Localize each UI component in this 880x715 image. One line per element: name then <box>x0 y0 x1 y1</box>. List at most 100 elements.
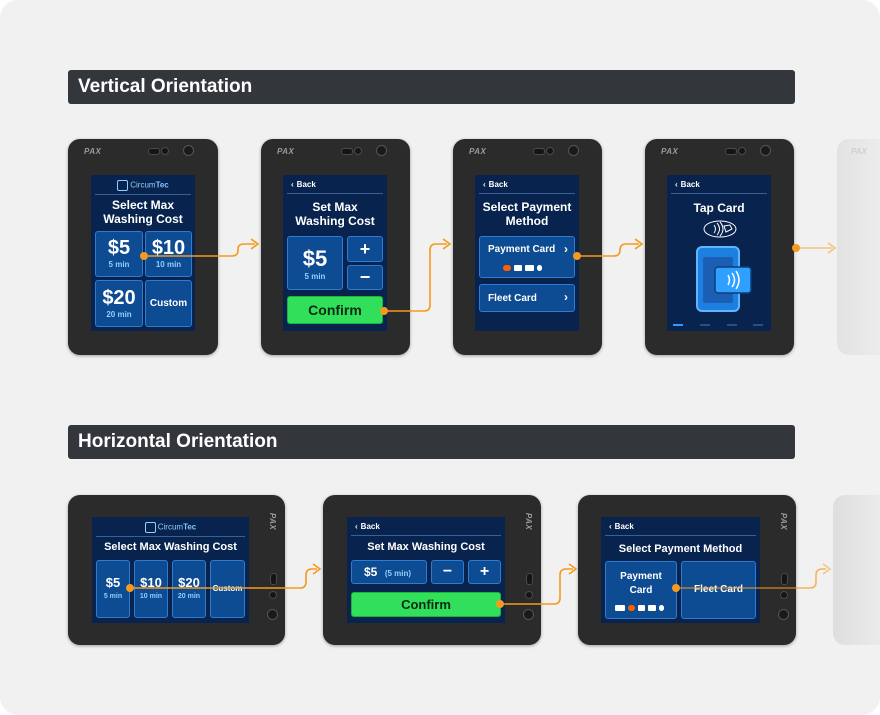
sensor-icon <box>270 573 277 585</box>
arrow-head-icon <box>822 563 832 575</box>
sensor-icon <box>148 148 160 155</box>
mastercard-icon <box>503 265 511 271</box>
screen-title: Tap Card <box>693 201 745 215</box>
back-button[interactable]: ‹Back <box>609 522 634 531</box>
screen-title: Set Max Washing Cost <box>295 200 375 228</box>
tap-terminal-illustration-icon <box>696 246 752 312</box>
visa-icon <box>489 265 500 271</box>
camera-icon <box>267 609 278 620</box>
option-5[interactable]: $5 5 min <box>95 231 143 277</box>
option-10[interactable]: $10 10 min <box>134 560 168 618</box>
screen: ‹Back Set Max Washing Cost $5 (5 min) − … <box>347 517 505 623</box>
mastercard-icon <box>628 605 635 611</box>
wallet-icon <box>537 265 542 271</box>
option-20[interactable]: $20 20 min <box>172 560 206 618</box>
camera-icon <box>778 609 789 620</box>
arrow-head-icon <box>250 238 260 250</box>
horizontal-device-select-cost: PAX CircumTec Select Max Washing Cost $5… <box>68 495 285 645</box>
divider <box>605 535 756 536</box>
circumtec-logo: CircumTec <box>91 180 195 191</box>
amount-display: $5 5 min <box>287 236 343 290</box>
option-20[interactable]: $20 20 min <box>95 280 143 327</box>
camera-icon <box>760 145 771 156</box>
payment-card-option[interactable]: Payment Card <box>605 561 677 619</box>
wallet-icon <box>659 605 664 611</box>
sensor-icon <box>781 573 788 585</box>
fleet-card-option[interactable]: Fleet Card › <box>479 284 575 312</box>
screen: CircumTec Select Max Washing Cost $5 5 m… <box>91 175 195 331</box>
sensor-icon <box>533 148 545 155</box>
fleet-card-option[interactable]: Fleet Card <box>681 561 756 619</box>
increase-button[interactable]: + <box>468 560 501 584</box>
pax-logo: PAX <box>524 512 534 531</box>
option-10[interactable]: $10 10 min <box>145 231 192 277</box>
confirm-button[interactable]: Confirm <box>287 296 383 324</box>
progress-step <box>727 324 737 326</box>
sensor-dot-icon <box>546 147 554 155</box>
amount-display: $5 (5 min) <box>351 560 427 584</box>
screen-title: Select Payment Method <box>482 200 572 228</box>
payment-card-option[interactable]: Payment Card › <box>479 236 575 278</box>
back-button[interactable]: ‹Back <box>355 522 380 531</box>
arrow-head-icon <box>634 238 644 250</box>
visa-icon <box>615 605 625 611</box>
sensor-icon <box>725 148 737 155</box>
camera-icon <box>523 609 534 620</box>
back-button[interactable]: ‹Back <box>675 180 700 189</box>
decrease-button[interactable]: − <box>431 560 464 584</box>
horizontal-device-payment-method: PAX ‹Back Select Payment Method Payment … <box>578 495 796 645</box>
screen-title: Set Max Washing Cost <box>367 541 485 553</box>
vertical-device-set-cost: PAX ‹Back Set Max Washing Cost $5 5 min … <box>261 139 410 355</box>
pax-logo: PAX <box>84 147 102 156</box>
chevron-right-icon: › <box>564 242 568 256</box>
section-header-horizontal: Horizontal Orientation <box>68 425 795 459</box>
arrow-head-icon <box>827 242 837 254</box>
divider <box>287 193 383 194</box>
chevron-left-icon: ‹ <box>483 180 486 189</box>
decrease-button[interactable]: − <box>347 265 383 290</box>
screen: ‹Back Select Payment Method Payment Card… <box>601 517 760 623</box>
sensor-dot-icon <box>738 147 746 155</box>
divider <box>351 535 501 536</box>
screen-title: Select Payment Method <box>618 543 743 555</box>
pax-logo: PAX <box>661 147 679 156</box>
arrow-head-icon <box>568 563 578 575</box>
chevron-left-icon: ‹ <box>675 180 678 189</box>
sensor-icon <box>341 148 353 155</box>
card-brand-icons <box>489 265 542 271</box>
increase-button[interactable]: + <box>347 236 383 262</box>
contactless-hand-icon <box>703 220 737 238</box>
arrow-head-icon <box>442 238 452 250</box>
camera-icon <box>183 145 194 156</box>
sensor-icon <box>526 573 533 585</box>
card-brand-icons <box>615 605 664 611</box>
amex-icon <box>638 605 645 611</box>
back-button[interactable]: ‹Back <box>483 180 508 189</box>
screen: ‹Back Tap Card <box>667 175 771 331</box>
vertical-device-tap-card: PAX ‹Back Tap Card <box>645 139 794 355</box>
chevron-left-icon: ‹ <box>609 522 612 531</box>
chevron-right-icon: › <box>564 290 568 304</box>
circumtec-mark-icon <box>144 522 156 533</box>
horizontal-device-set-cost: PAX ‹Back Set Max Washing Cost $5 (5 min… <box>323 495 541 645</box>
option-5[interactable]: $5 5 min <box>96 560 130 618</box>
back-button[interactable]: ‹Back <box>291 180 316 189</box>
divider <box>479 193 575 194</box>
chevron-left-icon: ‹ <box>291 180 294 189</box>
sensor-dot-icon <box>269 591 277 599</box>
circumtec-logo: CircumTec <box>92 522 249 533</box>
option-custom[interactable]: Custom <box>145 280 192 327</box>
divider <box>95 194 191 195</box>
sensor-dot-icon <box>780 591 788 599</box>
progress-step-active <box>673 324 683 326</box>
pax-logo: PAX <box>779 512 789 531</box>
amex-icon <box>514 265 522 271</box>
next-device-faded <box>833 495 880 645</box>
option-custom[interactable]: Custom <box>210 560 245 618</box>
section-header-vertical: Vertical Orientation <box>68 70 795 104</box>
divider <box>96 536 245 537</box>
camera-icon <box>376 145 387 156</box>
progress-step <box>753 324 763 326</box>
confirm-button[interactable]: Confirm <box>351 592 501 617</box>
